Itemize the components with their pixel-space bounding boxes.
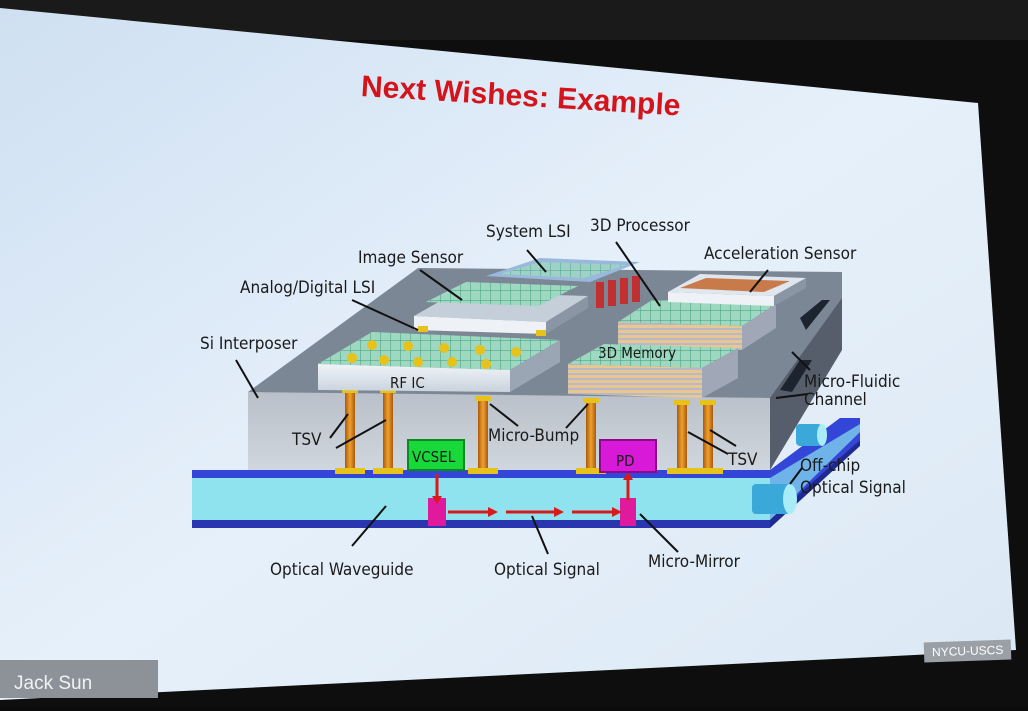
label-si-interposer: Si Interposer: [200, 334, 298, 354]
label-micro-mirror: Micro-Mirror: [648, 552, 740, 572]
label-micro-fluidic-line1: Micro-Fluidic: [804, 372, 901, 392]
label-optical-waveguide: Optical Waveguide: [270, 560, 414, 580]
label-acceleration-sensor: Acceleration Sensor: [704, 244, 857, 264]
label-off-chip-line1: Off-chip: [800, 456, 861, 476]
organization-tag: NYCU-USCS: [923, 639, 1012, 663]
label-optical-signal: Optical Signal: [494, 560, 600, 580]
label-vcsel: VCSEL: [412, 448, 456, 466]
label-3d-memory: 3D Memory: [598, 344, 677, 362]
label-micro-fluidic-line2: Channel: [804, 390, 867, 410]
label-rf-ic: RF IC: [390, 374, 425, 392]
label-micro-bump: Micro-Bump: [488, 426, 580, 446]
label-image-sensor: Image Sensor: [358, 248, 464, 268]
presenter-name: Jack Sun: [0, 660, 158, 698]
label-3d-processor: 3D Processor: [590, 216, 690, 236]
label-off-chip-line2: Optical Signal: [800, 478, 906, 498]
label-analog-digital-lsi: Analog/Digital LSI: [240, 278, 376, 298]
label-tsv-left: TSV: [292, 430, 322, 450]
label-system-lsi: System LSI: [486, 222, 571, 242]
label-tsv-right: TSV: [728, 450, 758, 470]
label-pd: PD: [616, 452, 635, 470]
